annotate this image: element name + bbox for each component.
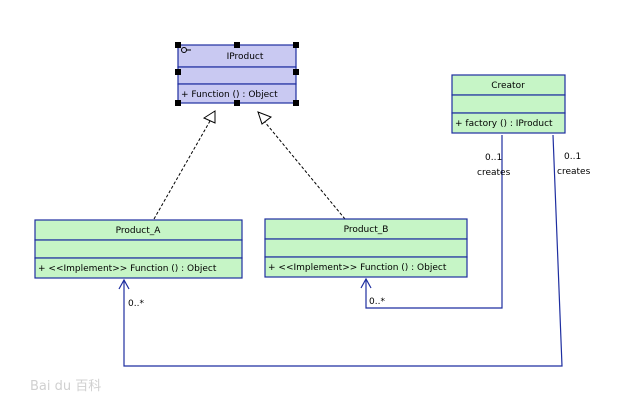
- role-label-b: creates: [477, 168, 511, 178]
- operations-compartment: [264, 256, 468, 278]
- association-line: [123, 134, 563, 367]
- multiplicity-target-b: 0..*: [369, 297, 385, 307]
- operations-compartment: [34, 257, 243, 279]
- class-name: IProduct: [227, 52, 264, 62]
- interface-icon: [181, 47, 191, 53]
- attributes-compartment: [34, 239, 243, 259]
- class-name: Product_B: [344, 225, 389, 235]
- class-product-a[interactable]: Product_A + <<Implement>> Function () : …: [34, 219, 243, 279]
- operation: + factory () : IProduct: [455, 119, 553, 129]
- association-creator-product-b: [360, 135, 503, 309]
- hollow-triangle-arrowhead: [257, 111, 273, 125]
- operation: + <<Implement>> Function () : Object: [38, 264, 217, 274]
- attributes-compartment: [264, 238, 468, 258]
- watermark: Bai du 百科: [30, 379, 101, 394]
- realization-line: [153, 120, 211, 220]
- association-creator-product-a: [118, 134, 563, 367]
- operations-compartment: [451, 112, 566, 134]
- selection-handles[interactable]: [175, 42, 299, 106]
- realization-product-a-iproduct: [153, 110, 216, 220]
- association-line: [365, 135, 503, 309]
- multiplicity-source-a: 0..1: [564, 152, 581, 162]
- class-creator[interactable]: Creator + factory () : IProduct: [451, 74, 566, 134]
- hollow-triangle-arrowhead: [202, 110, 216, 124]
- multiplicity-source-b: 0..1: [485, 153, 502, 163]
- realization-line: [263, 120, 346, 220]
- realization-product-b-iproduct: [257, 111, 346, 220]
- attributes-compartment: [451, 94, 566, 114]
- role-label-a: creates: [557, 167, 591, 177]
- attributes-compartment: [177, 66, 297, 85]
- open-arrowhead: [118, 278, 130, 290]
- multiplicity-target-a: 0..*: [128, 299, 144, 309]
- class-iproduct[interactable]: IProduct + Function () : Object: [175, 42, 299, 106]
- class-name: Product_A: [116, 226, 162, 236]
- class-product-b[interactable]: Product_B + <<Implement>> Function () : …: [264, 218, 468, 278]
- class-name: Creator: [491, 81, 525, 91]
- operation: + <<Implement>> Function () : Object: [268, 263, 447, 273]
- operation: + Function () : Object: [181, 90, 278, 100]
- open-arrowhead: [360, 277, 372, 289]
